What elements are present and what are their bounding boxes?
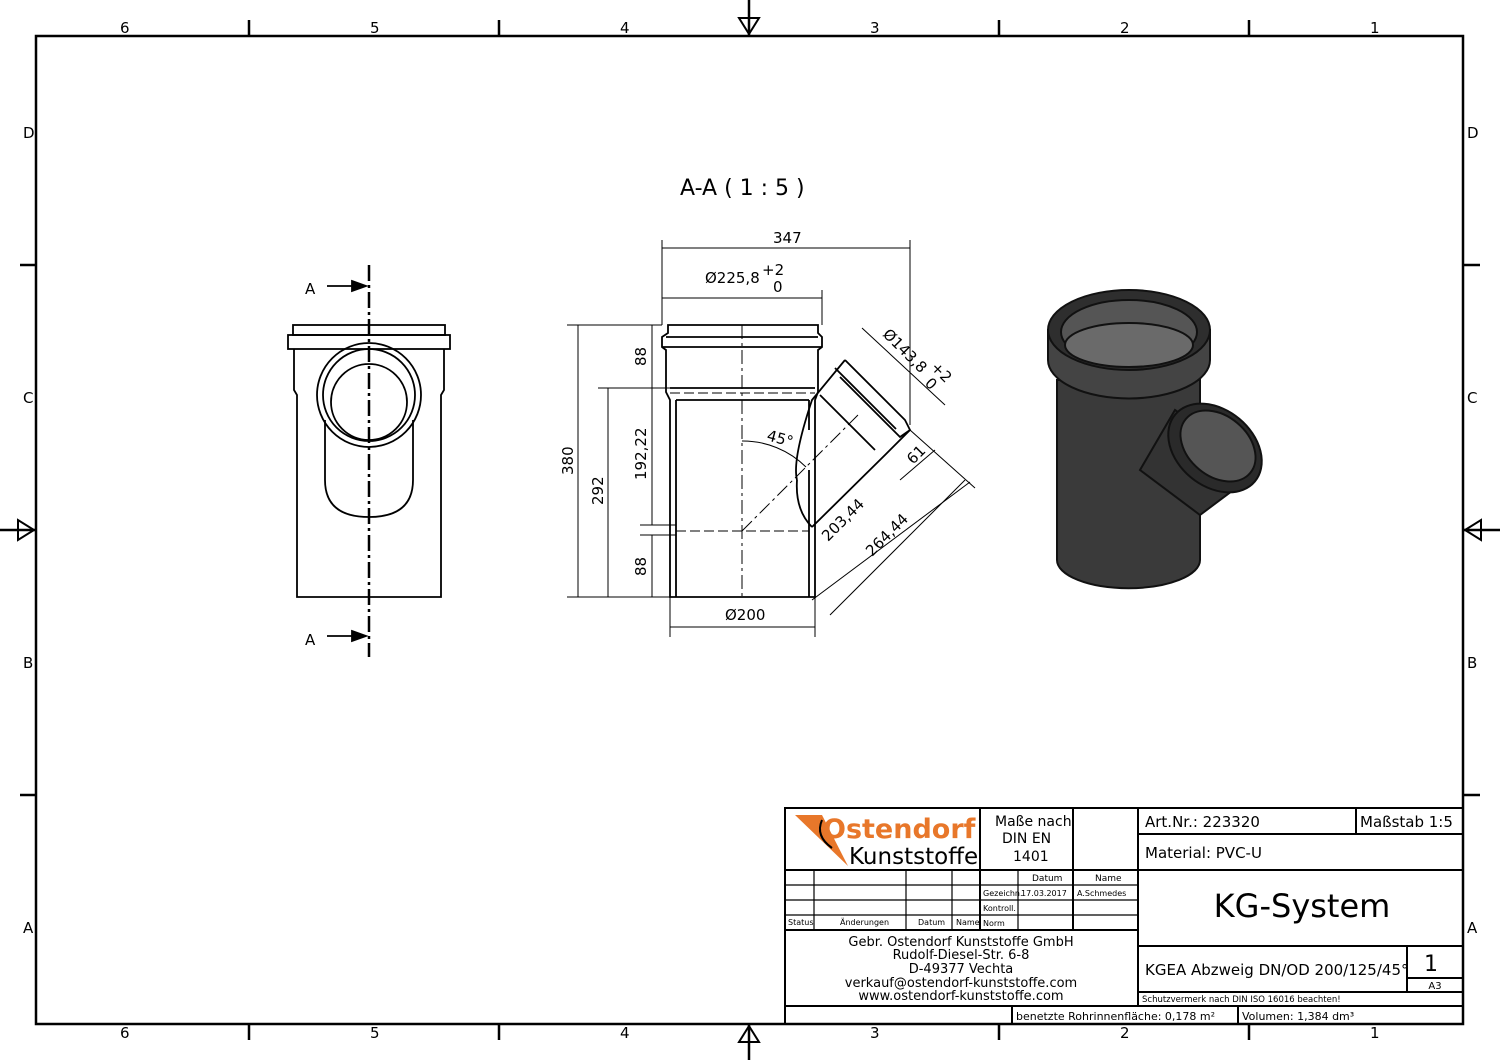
socket-diameter-text: Ø225,8 — [705, 269, 760, 287]
standard-line2-text: DIN EN — [1002, 831, 1051, 847]
rev-name-text: Name — [956, 918, 980, 927]
4-text: 2 — [1120, 1024, 1130, 1042]
company-text: Gebr. Ostendorf Kunststoffe GmbH — [848, 935, 1073, 950]
branch-tol-lower-text: 0 — [921, 374, 940, 393]
scale-text: Maßstab 1:5 — [1360, 813, 1453, 831]
bottom-88-text: 88 — [632, 557, 650, 576]
art-nr-text: Art.Nr.: 223320 — [1145, 813, 1260, 831]
3-text: A — [23, 919, 34, 937]
overall-width-text: 347 — [773, 229, 802, 247]
branch-264-text: 264,44 — [862, 510, 912, 560]
socket-tol-upper-text: +2 — [762, 261, 784, 279]
material-text: Material: PVC-U — [1145, 844, 1262, 862]
section-view — [661, 324, 912, 598]
drawn-date-text: 17.03.2017 — [1021, 889, 1067, 898]
height-total-text: 380 — [559, 446, 577, 475]
title-block-texts: Maße nach DIN EN 1401 Datum Name Gezeich… — [788, 813, 1453, 1023]
drawn-name-text: A.Schmedes — [1077, 889, 1126, 898]
dimension-texts: 347 Ø225,8 +2 0 380 292 88 192,22 88 Ø20… — [559, 229, 956, 624]
3-text: 3 — [870, 19, 880, 37]
part-name-text: KGEA Abzweig DN/OD 200/125/45° — [1145, 961, 1408, 979]
0-text: 6 — [120, 19, 130, 37]
city-text: D-49377 Vechta — [909, 962, 1014, 977]
4-text: 2 — [1120, 19, 1130, 37]
rev-status-text: Status — [788, 918, 814, 927]
logo-top-text: Ostendorf — [823, 814, 976, 845]
row-kontroll-text: Kontroll. — [983, 904, 1016, 913]
zone-labels: 6 5 4 3 2 1 6 5 4 3 2 1 D C B A D C B A — [23, 19, 1479, 1042]
0-text: D — [23, 124, 35, 142]
2-text: B — [1467, 654, 1477, 672]
volume-text: Volumen: 1,384 dm³ — [1242, 1010, 1354, 1023]
standard-line3-text: 1401 — [1013, 849, 1049, 865]
pipe-diameter-text: Ø200 — [725, 606, 765, 624]
protection-text: Schutzvermerk nach DIN ISO 16016 beachte… — [1142, 995, 1341, 1005]
col-name-text: Name — [1095, 874, 1122, 884]
rev-changes-text: Änderungen — [840, 917, 889, 927]
3-text: 3 — [870, 1024, 880, 1042]
2-text: 4 — [620, 1024, 630, 1042]
socket-tol-lower-text: 0 — [773, 278, 783, 296]
3-text: A — [1467, 919, 1478, 937]
front-view — [287, 265, 451, 657]
section-title: A-A ( 1 : 5 ) — [680, 176, 805, 201]
section-marker-bottom: A — [305, 631, 316, 649]
isometric-3d-view — [1047, 289, 1263, 590]
row-norm-text: Norm — [983, 919, 1005, 928]
centering-arrows — [17, 17, 1482, 1043]
1-text: 5 — [370, 1024, 380, 1042]
branch-socket-text: 61 — [903, 442, 929, 468]
row-gezeichn-text: Gezeichn. — [983, 889, 1023, 898]
company-logo: Ostendorf Kunststoffe — [795, 814, 978, 870]
street-text: Rudolf-Diesel-Str. 6-8 — [893, 948, 1030, 963]
angle-text: 45° — [765, 426, 795, 450]
dimension-lines — [567, 240, 976, 637]
branch-203-text: 203,44 — [818, 495, 868, 545]
logo-bottom-text: Kunststoffe — [849, 844, 978, 870]
section-marker-top: A — [305, 280, 316, 298]
2-text: 4 — [620, 19, 630, 37]
5-text: 1 — [1370, 19, 1380, 37]
0-text: 6 — [120, 1024, 130, 1042]
1-text: 5 — [370, 19, 380, 37]
email-text: verkauf@ostendorf-kunststoffe.com — [845, 976, 1077, 991]
0-text: D — [1467, 124, 1479, 142]
title-block-grid — [784, 807, 1464, 1025]
system-text: KG-System — [1214, 887, 1391, 925]
sheet-text: 1 — [1424, 952, 1438, 977]
surface-text: benetzte Rohrinnenfläche: 0,178 m² — [1016, 1010, 1215, 1023]
col-datum-text: Datum — [1032, 874, 1062, 884]
2-text: B — [23, 654, 33, 672]
height-292-text: 292 — [589, 476, 607, 505]
standard-line1-text: Maße nach — [995, 814, 1072, 830]
web-text: www.ostendorf-kunststoffe.com — [858, 989, 1063, 1004]
5-text: 1 — [1370, 1024, 1380, 1042]
1-text: C — [23, 389, 33, 407]
rev-date-text: Datum — [918, 918, 945, 927]
1-text: C — [1467, 389, 1477, 407]
socket-depth-top-text: 88 — [632, 347, 650, 366]
height-192-text: 192,22 — [632, 428, 650, 481]
format-text: A3 — [1428, 981, 1441, 992]
